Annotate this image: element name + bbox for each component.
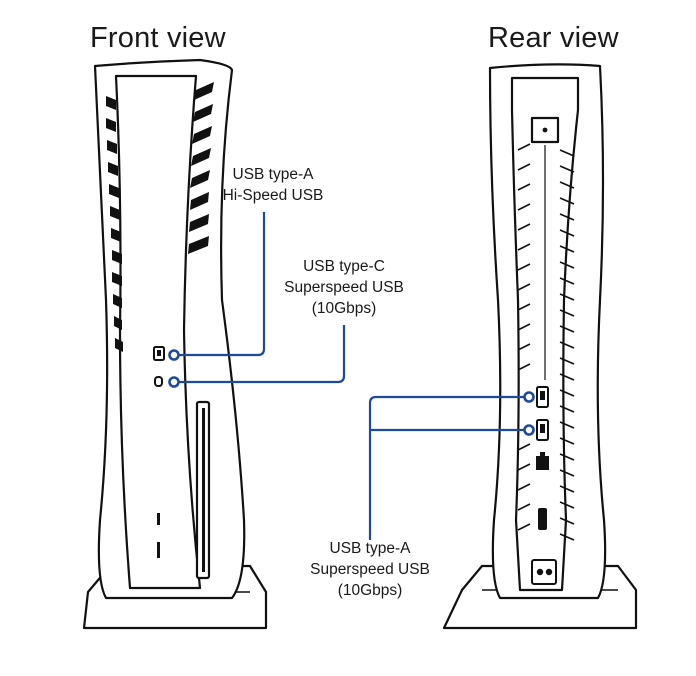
front-usb-a-label: USB type-A Hi-Speed USB (222, 166, 324, 204)
rear-view-title: Rear view (488, 22, 619, 54)
callout-front-usb-a (174, 212, 266, 357)
callout-lines (174, 212, 529, 540)
rear-console (442, 63, 638, 630)
usb-c-port-icon (154, 376, 163, 387)
callout-front-usb-c (174, 325, 346, 384)
front-left-stripes (106, 96, 123, 352)
power-port-icon (531, 559, 557, 585)
rear-usb-a-label: USB type-A Superspeed USB (10Gbps) (310, 540, 430, 599)
front-right-stripes (188, 82, 214, 254)
callout-dots (168, 349, 535, 436)
callout-rear-usb-a-1 (368, 395, 529, 540)
hdmi-port-icon (538, 508, 547, 530)
front-view-title: Front view (90, 22, 226, 54)
ethernet-port-icon (536, 452, 549, 470)
front-usb-c-label: USB type-C Superspeed USB (10Gbps) (284, 258, 404, 317)
rear-lock-hole-icon (542, 127, 548, 133)
rear-vents (517, 143, 575, 541)
